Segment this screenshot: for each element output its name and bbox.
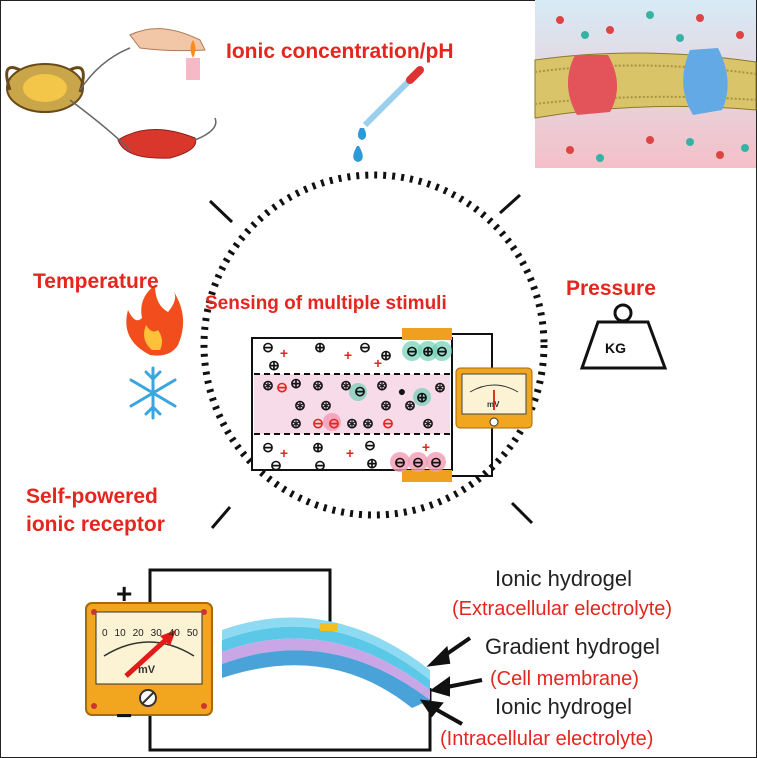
svg-text:⊕: ⊕	[290, 375, 302, 391]
svg-text:⊕: ⊕	[366, 455, 378, 471]
svg-text:⊕: ⊕	[380, 347, 392, 363]
large-voltmeter-icon	[85, 602, 213, 716]
svg-text:⊖: ⊖	[406, 343, 418, 359]
big-meter-unit: mV	[138, 664, 156, 676]
self-powered-label-line2: ionic receptor	[26, 513, 165, 536]
weight-icon	[579, 303, 668, 370]
svg-text:●: ●	[398, 383, 406, 399]
tick-top-right	[498, 193, 522, 215]
weight-kg-label: KG	[605, 340, 626, 356]
svg-text:⊕: ⊕	[422, 343, 434, 359]
svg-text:⊛: ⊛	[434, 379, 446, 395]
minus-terminal: −	[116, 700, 133, 731]
layer-3-role: (Intracellular electrolyte)	[440, 728, 654, 750]
scale-50: 50	[186, 628, 198, 639]
ionic-sensor-schematic: ⊖+ ⊕⊕ +⊖ ⊕⊖ ⊕⊖ + ⊛⊖ ⊕⊛ ⊛⊖ ⊛● ⊕⊛ ⊛⊛ ⊛⊛ ⊛⊖…	[251, 328, 493, 482]
scale-0: 0	[102, 628, 108, 639]
cell-membrane-image	[534, 0, 757, 168]
svg-text:⊕: ⊕	[416, 389, 428, 405]
svg-text:+: +	[280, 445, 288, 461]
scale-20: 20	[132, 628, 144, 639]
svg-text:⊛: ⊛	[340, 377, 352, 393]
center-title: Sensing of multiple stimuli	[205, 293, 447, 314]
stimulus-pressure-label: Pressure	[566, 277, 656, 300]
scale-30: 30	[150, 628, 162, 639]
svg-text:+: +	[422, 439, 430, 455]
layer-2-role: (Cell membrane)	[490, 668, 639, 690]
svg-text:⊛: ⊛	[294, 397, 306, 413]
stimulus-temperature-label: Temperature	[33, 270, 159, 293]
self-powered-label-line1: Self-powered	[26, 485, 158, 508]
layer-arrows	[419, 636, 483, 726]
svg-text:+: +	[346, 445, 354, 461]
svg-text:⊕: ⊕	[268, 357, 280, 373]
svg-text:⊛: ⊛	[376, 377, 388, 393]
svg-text:⊖: ⊖	[276, 379, 288, 395]
snowflake-icon	[129, 366, 177, 420]
svg-text:⊖: ⊖	[430, 454, 442, 470]
tick-bottom-right	[510, 501, 534, 525]
svg-text:+: +	[280, 345, 288, 361]
flame-icon	[126, 285, 184, 356]
layer-2-name: Gradient hydrogel	[485, 634, 660, 659]
tick-top-left	[208, 199, 234, 224]
svg-text:⊖: ⊖	[364, 437, 376, 453]
sensory-illustration-icon	[5, 28, 217, 159]
svg-text:⊛: ⊛	[262, 377, 274, 393]
scale-10: 10	[114, 628, 126, 639]
svg-text:⊖: ⊖	[328, 415, 340, 431]
receptor-circuit	[148, 568, 432, 752]
svg-text:⊛: ⊛	[422, 415, 434, 431]
svg-text:⊛: ⊛	[346, 415, 358, 431]
svg-text:⊛: ⊛	[290, 415, 302, 431]
layer-1-name: Ionic hydrogel	[495, 566, 632, 591]
scale-40: 40	[168, 628, 180, 639]
svg-text:⊛: ⊛	[404, 397, 416, 413]
dropper-icon	[353, 66, 424, 162]
svg-text:⊛: ⊛	[312, 377, 324, 393]
svg-text:⊖: ⊖	[262, 339, 274, 355]
small-voltmeter-icon	[455, 367, 533, 429]
svg-text:⊛: ⊛	[380, 397, 392, 413]
svg-text:⊖: ⊖	[314, 457, 326, 473]
svg-text:⊖: ⊖	[394, 454, 406, 470]
svg-text:⊖: ⊖	[382, 415, 394, 431]
svg-text:⊛: ⊛	[362, 415, 374, 431]
svg-text:⊕: ⊕	[312, 439, 324, 455]
svg-text:⊖: ⊖	[412, 454, 424, 470]
svg-text:⊖: ⊖	[270, 457, 282, 473]
hydrogel-stack	[222, 617, 430, 708]
svg-text:+: +	[344, 347, 352, 363]
tick-bottom-left	[210, 506, 232, 529]
stimuli-circle	[200, 171, 548, 519]
svg-text:⊕: ⊕	[314, 339, 326, 355]
svg-text:⊖: ⊖	[262, 439, 274, 455]
stimulus-ionic-label: Ionic concentration/pH	[226, 40, 454, 63]
layer-1-role: (Extracellular electrolyte)	[452, 598, 673, 620]
plus-terminal: +	[116, 578, 133, 609]
svg-text:⊖: ⊖	[312, 415, 324, 431]
svg-text:⊖: ⊖	[354, 383, 366, 399]
svg-text:⊖: ⊖	[359, 339, 371, 355]
svg-text:⊛: ⊛	[320, 397, 332, 413]
svg-text:+: +	[374, 355, 382, 371]
meter-scale: 0 10 20 30 40 50	[102, 628, 198, 639]
svg-text:⊖: ⊖	[436, 343, 448, 359]
layer-3-name: Ionic hydrogel	[495, 694, 632, 719]
small-meter-unit: mV	[487, 400, 500, 409]
